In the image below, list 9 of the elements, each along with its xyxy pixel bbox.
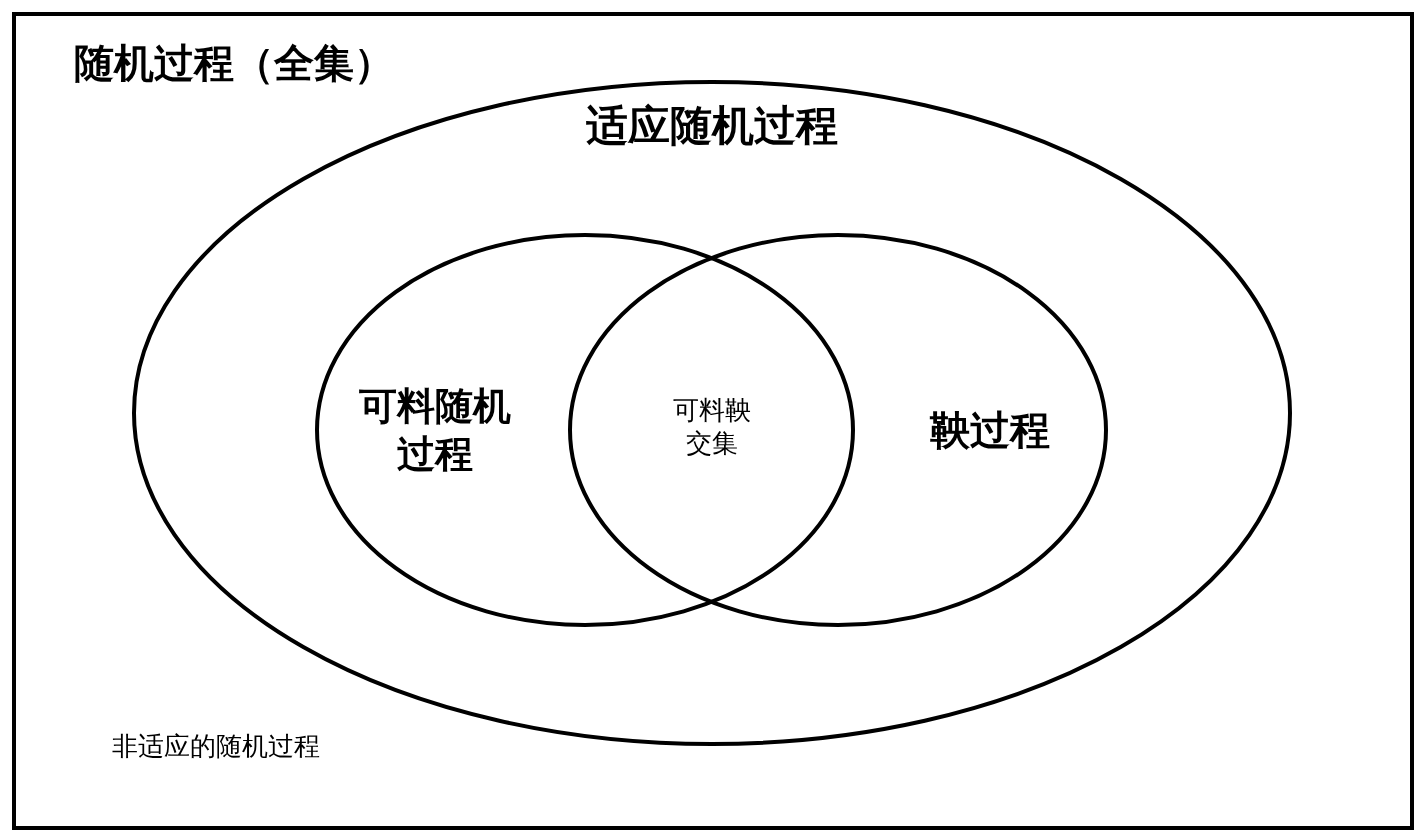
intersection-label: 可料鞅交集 xyxy=(672,393,752,459)
set-ellipse xyxy=(568,233,1108,627)
set-label: 可料随机过程 xyxy=(358,382,512,477)
universal-set-frame xyxy=(12,12,1414,830)
set-ellipse xyxy=(315,233,855,627)
set-label: 随机过程（全集） xyxy=(74,39,394,88)
set-label: 非适应的随机过程 xyxy=(112,730,320,763)
set-label: 适应随机过程 xyxy=(585,100,839,152)
set-label: 鞅过程 xyxy=(928,406,1051,455)
